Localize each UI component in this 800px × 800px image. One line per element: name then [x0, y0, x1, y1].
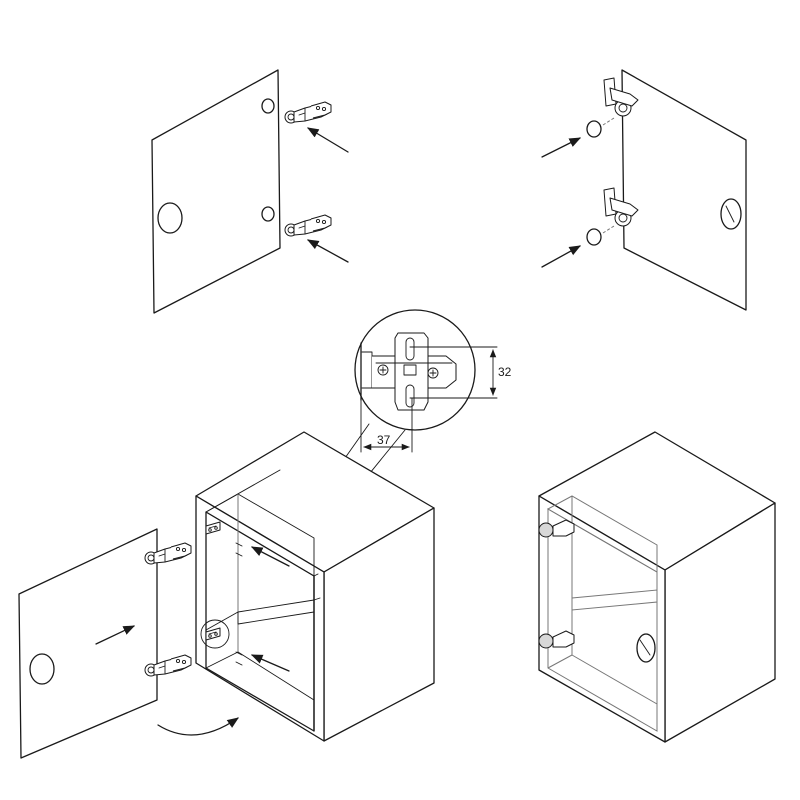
arrow-icon: [541, 245, 582, 268]
knob-icon: [586, 120, 602, 138]
dimension-width: 37: [377, 433, 391, 447]
hinge-icon: [603, 187, 639, 227]
arrow-icon: [306, 239, 349, 263]
curved-arrow-icon: [157, 717, 239, 736]
door-handle-hole: [720, 198, 742, 230]
step-1-attach-hinges-to-door: [151, 69, 349, 314]
cabinet-box: [195, 431, 435, 742]
hinge-detail-callout: 32 37: [227, 309, 512, 641]
hinge-icon: [538, 630, 575, 649]
step-2-door-back-with-knobs: [541, 69, 747, 311]
hinge-icon: [603, 77, 639, 117]
door-panel: [151, 69, 281, 314]
arrow-icon: [306, 127, 349, 153]
step-4-finished-cabinet: [538, 431, 776, 743]
arrow-icon: [95, 625, 136, 645]
door-handle-hole: [636, 633, 656, 663]
hinge-icon: [284, 214, 332, 237]
door-panel: [621, 69, 747, 311]
door-handle-hole: [29, 653, 55, 685]
door-panel: [18, 528, 158, 759]
hinge-icon: [284, 101, 332, 124]
hinge-cup-hole: [261, 98, 275, 114]
door-handle-hole: [157, 202, 183, 234]
hinge-cup-hole: [261, 206, 275, 222]
arrow-icon: [250, 654, 290, 672]
dimension-height: 32: [498, 365, 512, 379]
step-3-mount-door-to-cabinet: [18, 431, 435, 759]
knob-icon: [586, 228, 602, 246]
hinge-icon: [538, 519, 575, 538]
arrow-icon: [541, 137, 582, 158]
arrow-icon: [250, 546, 290, 567]
